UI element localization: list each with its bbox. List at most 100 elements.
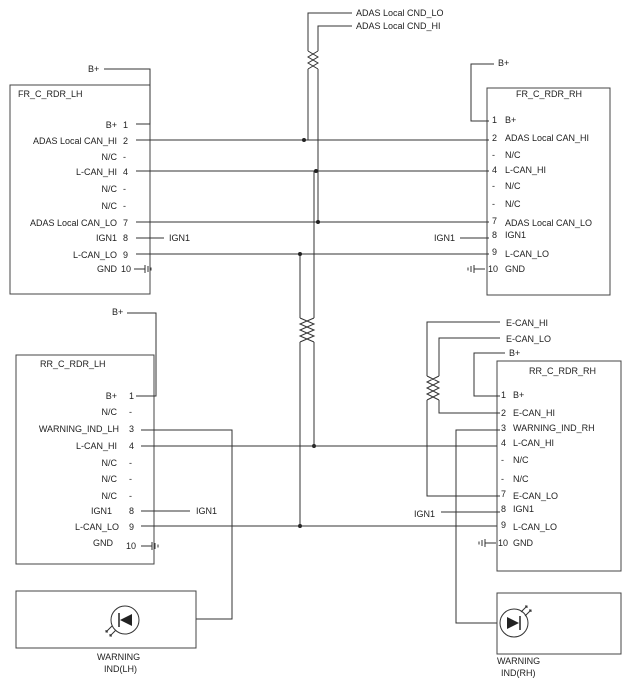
rr-lh-pin-num: 8 [129,506,134,516]
rr-lh-pin-name: N/C [102,491,118,501]
junction-dot [298,252,302,256]
rr-lh-pin-name: GND [93,538,114,548]
rr-rh-pin-num: 10 [498,538,508,548]
rr-lh-pin-num: 1 [129,391,134,401]
fr-lh-pin-name: B+ [106,120,117,130]
e-can-hi-to-pin2 [438,400,500,414]
fr-lh-bplus-label: B+ [88,64,99,74]
fr-rh-pin-num: 7 [492,216,497,226]
fr-lh-ign-label: IGN1 [169,233,190,243]
mid-twist [298,317,316,343]
rr-rh-pins: 1 B+ 2 E-CAN_HI 3 WARNING_IND_RH 4 L-CAN… [498,390,595,548]
rr-rh-pin-name: L-CAN_HI [513,438,554,448]
rr-rh-ecan-hi-label: E-CAN_HI [506,318,548,328]
rr-lh-pin-name: WARNING_IND_LH [39,424,119,434]
rr-lh-pin-num: 9 [129,522,134,532]
fr-rh-pin-name: N/C [505,150,521,160]
rr-rh-warning-wire [455,429,500,624]
top-can-hi-wire [317,25,352,51]
rr-rh-pin-num: 8 [501,504,506,514]
fr-lh-pin-num: - [123,152,126,162]
fr-rh-pin-num: 4 [492,165,497,175]
rr-rh-pin-num: 7 [501,489,506,499]
rr-rh-pin-num: 1 [501,390,506,400]
warning-rh-label-line1: WARNING [497,656,540,666]
junction-dot [314,169,318,173]
fr-rh-pin-name: L-CAN_HI [505,165,546,175]
rr-lh-pin-name: L-CAN_LO [75,522,119,532]
fr-lh-pins: B+ 1 ADAS Local CAN_HI 2 N/C - L-CAN_HI … [30,120,131,274]
fr-rh-pin-name: L-CAN_LO [505,249,549,259]
rr-rh-pin-name: N/C [513,455,529,465]
fr-rh-title: FR_C_RDR_RH [516,89,582,99]
rr-rh-pin-num: 3 [501,423,506,433]
rr-lh-bplus-label: B+ [112,307,123,317]
rr-rh-pin-num: 2 [501,408,506,418]
rear-twist [425,375,441,401]
rr-lh-pin-name: N/C [102,474,118,484]
warning-lh-label-line2: IND(LH) [104,664,137,674]
rr-lh-ground-icon [141,542,159,550]
fr-lh-pin-name: N/C [102,184,118,194]
rr-lh-pin-num: - [129,491,132,501]
fr-lh-ground-icon [134,265,152,273]
fr-rh-pin-name: N/C [505,199,521,209]
rr-lh-pin-num: - [129,407,132,417]
warning-rh-led-icon [499,605,532,638]
fr-rh-pin-num: 10 [488,264,498,274]
fr-lh-pin-num: 7 [123,218,128,228]
fr-rh-pin-num: 2 [492,133,497,143]
top-twist [307,50,319,70]
fr-lh-pin-num: 4 [123,167,128,177]
e-can-lo-to-pin7 [426,400,500,497]
rr-rh-pin-name: WARNING_IND_RH [513,423,595,433]
fr-lh-pin-num: 2 [123,136,128,146]
fr-rh-bplus-wire [470,63,494,122]
fr-rh-pin-name: GND [505,264,526,274]
rr-lh-pin-num: 4 [129,441,134,451]
rr-rh-pin-name: E-CAN_LO [513,491,558,501]
fr-lh-pin-num: 8 [123,233,128,243]
fr-rh-pin-name: IGN1 [505,230,526,240]
rr-lh-pin-name: N/C [102,407,118,417]
rr-lh-box [15,354,155,565]
fr-lh-pin-name: ADAS Local CAN_HI [33,136,117,146]
warning-lh-led-icon [105,605,140,637]
rr-rh-pin-name: GND [513,538,534,548]
rr-lh-pin-name: L-CAN_HI [76,441,117,451]
rr-rh-pin-name: IGN1 [513,504,534,514]
fr-lh-pin-name: N/C [102,201,118,211]
fr-lh-pin-num: 10 [121,264,131,274]
rr-rh-ign-label: IGN1 [414,509,435,519]
rr-rh-title: RR_C_RDR_RH [529,366,596,376]
fr-rh-pin-name: ADAS Local CAN_LO [505,218,592,228]
rr-rh-bplus-label: B+ [509,348,520,358]
rr-rh-pin-num: 4 [501,438,506,448]
fr-rh-pin-num: - [492,150,495,160]
rr-rh-pin-name: B+ [513,390,524,400]
fr-lh-pin-name: L-CAN_HI [76,167,117,177]
rr-lh-pin-num: 10 [126,541,136,551]
rr-lh-title: RR_C_RDR_LH [40,359,106,369]
fr-lh-box [9,84,151,295]
top-can-hi-label: ADAS Local CND_HI [356,21,441,31]
rr-rh-pin-name: L-CAN_LO [513,522,557,532]
fr-rh-pin-num: 1 [492,115,497,125]
fr-rh-box [486,87,611,296]
rr-rh-pin-name: E-CAN_HI [513,408,555,418]
fr-rh-pin-num: 8 [492,230,497,240]
fr-lh-pin-num: 9 [123,250,128,260]
fr-lh-pin-name: IGN1 [96,233,117,243]
rr-lh-pin-name: N/C [102,458,118,468]
fr-rh-pin-num: 9 [492,247,497,257]
rr-lh-pin-name: B+ [106,391,117,401]
rr-rh-box [496,360,622,572]
fr-rh-ground-icon [467,265,485,273]
junction-dot [316,220,320,224]
warning-rh-label-line2: IND(RH) [501,668,536,678]
fr-lh-pin-num: - [123,184,126,194]
rr-rh-pin-num: - [501,455,504,465]
e-can-hi-wire [426,321,500,376]
fr-rh-pin-num: - [492,199,495,209]
